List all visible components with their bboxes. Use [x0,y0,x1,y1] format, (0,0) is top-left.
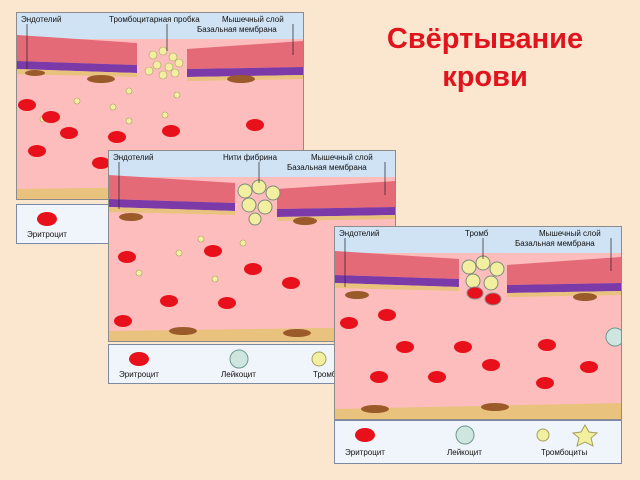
title-line-2: крови [442,61,528,93]
legend-panel-2: Эритроцит Лейкоцит Тромб [108,344,336,384]
legend-panel-1: Эритроцит [16,204,110,244]
label-endothelium-2: Эндотелий [113,153,153,162]
legend2-erythrocyte: Эритроцит [119,370,159,379]
platelet-icon [536,428,550,442]
label-muscle-1: Мышечный слой [222,15,284,24]
label-platelet-plug: Тромбоцитарная пробка [109,15,200,24]
legend2-thrombus: Тромб [313,370,335,379]
label-membrane-3: Базальная мембрана [515,239,595,248]
slide-title: Свёртывание крови [360,20,610,96]
diagram-panel-3: Эндотелий Тромб Мышечный слой Базальная … [334,226,622,420]
label-thrombus: Тромб [465,229,489,238]
label-fibrin: Нити фибрина [223,153,278,162]
label-muscle-3: Мышечный слой [539,229,601,238]
legend3-leukocyte: Лейкоцит [447,448,482,457]
legend3-platelets: Тромбоциты [541,448,587,457]
label-endothelium-3: Эндотелий [339,229,379,238]
platelet-icon [311,351,327,367]
label-endothelium-1: Эндотелий [21,15,61,24]
activated-platelet-icon [571,423,599,447]
title-line-1: Свёртывание [386,23,584,55]
erythrocyte-icon [129,352,149,366]
leukocyte-icon [229,349,249,369]
erythrocyte-icon [37,212,57,226]
leukocyte-icon [455,425,475,445]
label-membrane-2: Базальная мембрана [287,163,367,172]
legend-panel-3: Эритроцит Лейкоцит Тромбоциты [334,420,622,464]
label-muscle-2: Мышечный слой [311,153,373,162]
legend2-leukocyte: Лейкоцит [221,370,256,379]
legend3-erythrocyte: Эритроцит [345,448,385,457]
erythrocyte-icon [355,428,375,442]
legend1-erythrocyte: Эритроцит [27,230,67,239]
label-membrane-1: Базальная мембрана [197,25,277,34]
